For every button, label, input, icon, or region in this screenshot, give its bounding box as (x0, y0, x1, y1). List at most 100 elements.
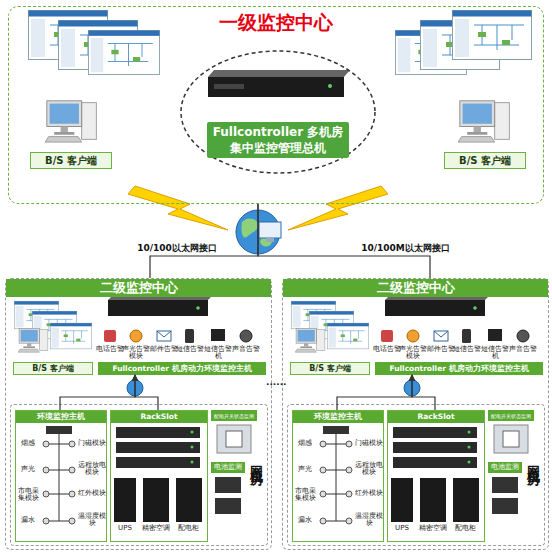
server-label: Fullcontroller 多机房 集中监控管理总机 (207, 122, 349, 158)
branch-illustration (104, 330, 116, 342)
branch-illustration (191, 431, 194, 434)
sensor-label: 声光 (15, 466, 41, 473)
server-illustration (208, 70, 350, 97)
client-label: B/S 客户端 (31, 153, 111, 168)
internet-globe (236, 210, 281, 254)
branch-illustration (43, 441, 49, 447)
branch-illustration (116, 457, 200, 468)
monitor-label: 电池监测 (488, 462, 522, 473)
branch-illustration (157, 331, 171, 341)
alarm-label: 声音告警 (509, 346, 537, 353)
alarm-label: 电话告警 (373, 346, 401, 353)
internet-globe (266, 238, 274, 242)
branch-illustration (108, 300, 208, 316)
alarm-label: 电话告警 (96, 346, 124, 353)
branch-illustration (69, 491, 75, 497)
monitor-label: 配电开关状态监测 (211, 410, 257, 421)
center-heading: 二级监控中心 (283, 279, 548, 297)
rackslot-box: RackSlot (387, 410, 485, 542)
primary-center-box: 一级监控中心 Fullcontroller 多机房 集中监控管理总机 B/S 客户端… (8, 6, 544, 204)
sensor-label: 温湿度模块 (355, 513, 383, 527)
sensor-label: 市电采集模块 (15, 488, 41, 502)
env-host-box: 环境监控主机 (15, 410, 107, 542)
branch-illustration (130, 330, 142, 342)
equipment-label: 配电柜 (170, 525, 206, 533)
network-link (258, 204, 430, 278)
sensor-label: 漏水 (292, 517, 318, 524)
sensor-label: 远程放电模块 (355, 462, 383, 476)
module-heading: RackSlot (388, 411, 484, 423)
monitor-box: 配电开关状态监测 (488, 410, 534, 421)
monitor-label: 配电开关状态监测 (488, 410, 534, 421)
alarm-label: 声光告警模块 (399, 346, 427, 360)
center-title: 一级监控中心 (9, 11, 542, 33)
room-heading: 网点机房 (524, 455, 542, 463)
branch-illustration (50, 323, 91, 349)
network-link (60, 375, 135, 410)
host-label: Fullcontroller 机房动力环境监控主机 (375, 362, 543, 375)
client-label: B/S 客户端 (445, 153, 525, 168)
server-illustration (208, 70, 350, 77)
branch-illustration (43, 441, 75, 524)
network-link (412, 375, 435, 410)
host-box: Fullcontroller 机房动力环境监控主机 (98, 362, 266, 375)
monitor-box: 电池监测 (211, 462, 245, 473)
branch-illustration (157, 331, 171, 337)
computer-illustration (45, 101, 96, 142)
sensor-label: 市电采集模块 (292, 488, 318, 502)
lightning-bolt (288, 186, 388, 230)
monitor-label: 电池监测 (211, 462, 245, 473)
client-box: B/S 客户端 (444, 152, 526, 169)
network-link (135, 375, 158, 410)
equipment-label: UPS (110, 525, 140, 533)
branch-illustration (215, 498, 241, 514)
sensor-label: 门磁模块 (355, 440, 383, 447)
sensor-label: 温湿度模块 (78, 513, 106, 527)
branch-illustration (127, 380, 143, 396)
branch-illustration (69, 467, 75, 473)
network-link (337, 375, 412, 410)
alarm-label: 声光告警模块 (122, 346, 150, 360)
module-heading: 环境监控主机 (293, 411, 383, 423)
module-heading: 环境监控主机 (16, 411, 106, 423)
client-box: B/S 客户端 (30, 152, 112, 169)
screenshot-illustration (88, 30, 159, 74)
branch-illustration (43, 518, 49, 524)
branch-illustration (211, 329, 225, 341)
sensor-label: 红外模块 (78, 490, 106, 497)
client-label: B/S 客户端 (291, 363, 369, 374)
sensor-label: 门磁模块 (78, 440, 106, 447)
monitor-box: 配电开关状态监测 (211, 410, 257, 421)
host-label: Fullcontroller 机房动力环境监控主机 (98, 362, 266, 375)
equipment-label: 配电柜 (447, 525, 483, 533)
client-label: B/S 客户端 (14, 363, 92, 374)
internet-globe (259, 222, 281, 238)
equipment-label: 精密空调 (138, 525, 174, 533)
secondary-center-box: 二级监控中心B/S 客户端Fullcontroller 机房动力环境监控主机网点… (5, 278, 272, 550)
alarm-label: 声音告警 (232, 346, 260, 353)
rackslot-box: RackSlot (110, 410, 208, 542)
branch-illustration (226, 431, 242, 447)
alarm-label: 邮件告警 (150, 346, 178, 353)
env-host-box: 环境监控主机 (292, 410, 384, 542)
branch-illustration (43, 467, 49, 473)
site-room-box: 网点机房 环境监控主机 RackSlot 配电开关状态监测电池监测 (287, 404, 545, 546)
branch-illustration (176, 478, 202, 522)
sensor-label: 远程放电模块 (78, 462, 106, 476)
branch-illustration (59, 434, 60, 521)
branch-illustration (196, 306, 200, 310)
internet-globe (236, 210, 280, 254)
lightning-bolt (128, 186, 228, 230)
link-label: 10/100以太网接口 (112, 242, 242, 255)
branch-illustration (143, 478, 169, 522)
sensor-label: 烟感 (15, 440, 41, 447)
server-illustration (214, 84, 244, 89)
branch-illustration (217, 425, 251, 453)
branch-illustration (114, 478, 136, 522)
room-heading: 网点机房 (247, 455, 265, 463)
branch-illustration (185, 329, 194, 343)
